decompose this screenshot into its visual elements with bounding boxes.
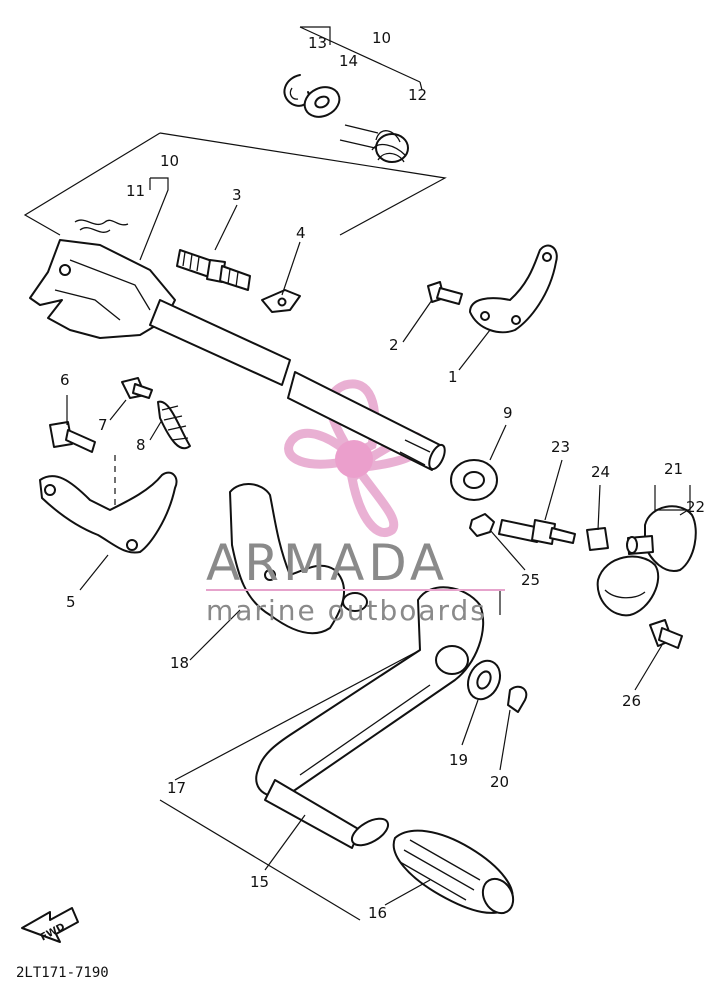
bolt-2 [427,281,463,305]
label-9: 9 [503,404,513,422]
label-21: 21 [664,460,683,478]
label-22: 22 [686,498,705,516]
label-1: 1 [448,368,458,386]
label-17: 17 [167,779,186,797]
label-19: 19 [449,751,468,769]
label-25: 25 [521,571,540,589]
pedal-lever-17 [255,586,485,849]
label-20: 20 [490,773,509,791]
label-11: 11 [126,182,145,200]
spring-12 [339,124,409,163]
label-5: 5 [66,593,76,611]
forward-arrow-icon: FWD [21,907,79,944]
label-13: 13 [308,34,327,52]
label-15: 15 [250,873,269,891]
shift-shaft [29,239,446,471]
bolt-3 [176,249,251,291]
label-16: 16 [368,904,387,922]
label-2: 2 [389,336,399,354]
footrest-rubber-16 [392,829,515,915]
label-8: 8 [136,436,146,454]
label-10-top: 10 [372,29,391,47]
label-23: 23 [551,438,570,456]
label-14: 14 [339,52,358,70]
watermark-tagline: marine outboards [206,594,487,627]
label-24: 24 [591,463,610,481]
label-18: 18 [170,654,189,672]
joint-21 [596,505,697,617]
label-12: 12 [408,86,427,104]
label-6: 6 [60,371,70,389]
label-7: 7 [98,416,108,434]
watermark-brand: ARMADA [206,534,448,592]
diagram-code: 2LT171-7190 [16,965,109,981]
label-26: 26 [622,692,641,710]
label-3: 3 [232,186,242,204]
label-4: 4 [296,224,306,242]
label-10-mid: 10 [160,152,179,170]
